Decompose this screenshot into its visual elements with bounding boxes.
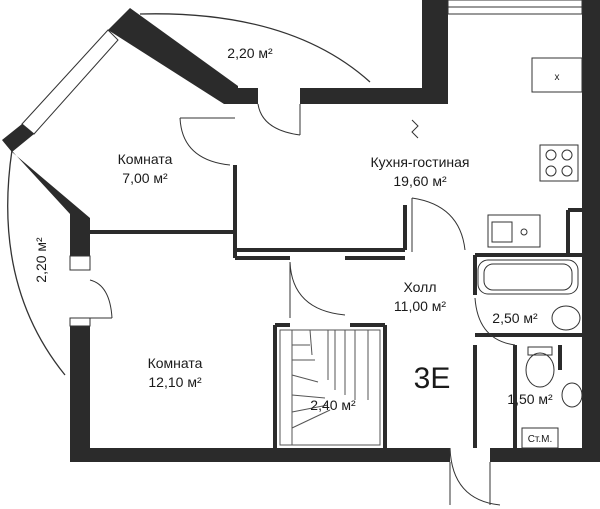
unit-code: 3Е [414, 362, 451, 395]
balcony-top-arc [139, 13, 371, 83]
hall-name: Холл [404, 279, 437, 295]
balcony-left-area: 2,20 м² [33, 237, 49, 283]
room-small-label: Комната 7,00 м² [118, 151, 173, 186]
window-top [447, 0, 583, 15]
bath-area: 2,50 м² [492, 310, 538, 326]
kitchen-fixtures [411, 57, 583, 248]
interior-walls [90, 165, 582, 448]
hall-label: Холл 11,00 м² [394, 279, 447, 314]
kitchen-name: Кухня-гостиная [370, 154, 469, 170]
bath-fixtures [477, 259, 583, 449]
closet-label: Ст.М. [528, 434, 553, 445]
balcony-left-arc [7, 149, 66, 376]
room-large-label: Комната 12,10 м² [148, 355, 203, 390]
room-small-name: Комната [118, 151, 173, 167]
kitchen-label: Кухня-гостиная 19,60 м² [370, 154, 469, 189]
exterior-walls [2, 0, 600, 462]
doors [89, 103, 516, 506]
stairs-area: 2,40 м² [310, 397, 356, 413]
kitchen-area: 19,60 м² [393, 173, 447, 189]
hall-area: 11,00 м² [394, 298, 447, 314]
room-large-area: 12,10 м² [148, 374, 202, 390]
stove-mark: x [555, 72, 560, 83]
balcony-top-area: 2,20 м² [227, 45, 273, 61]
window-left [69, 255, 91, 327]
room-large-name: Комната [148, 355, 203, 371]
wc-area: 1,50 м² [507, 391, 553, 407]
room-small-area: 7,00 м² [122, 170, 168, 186]
staircase [279, 329, 381, 446]
